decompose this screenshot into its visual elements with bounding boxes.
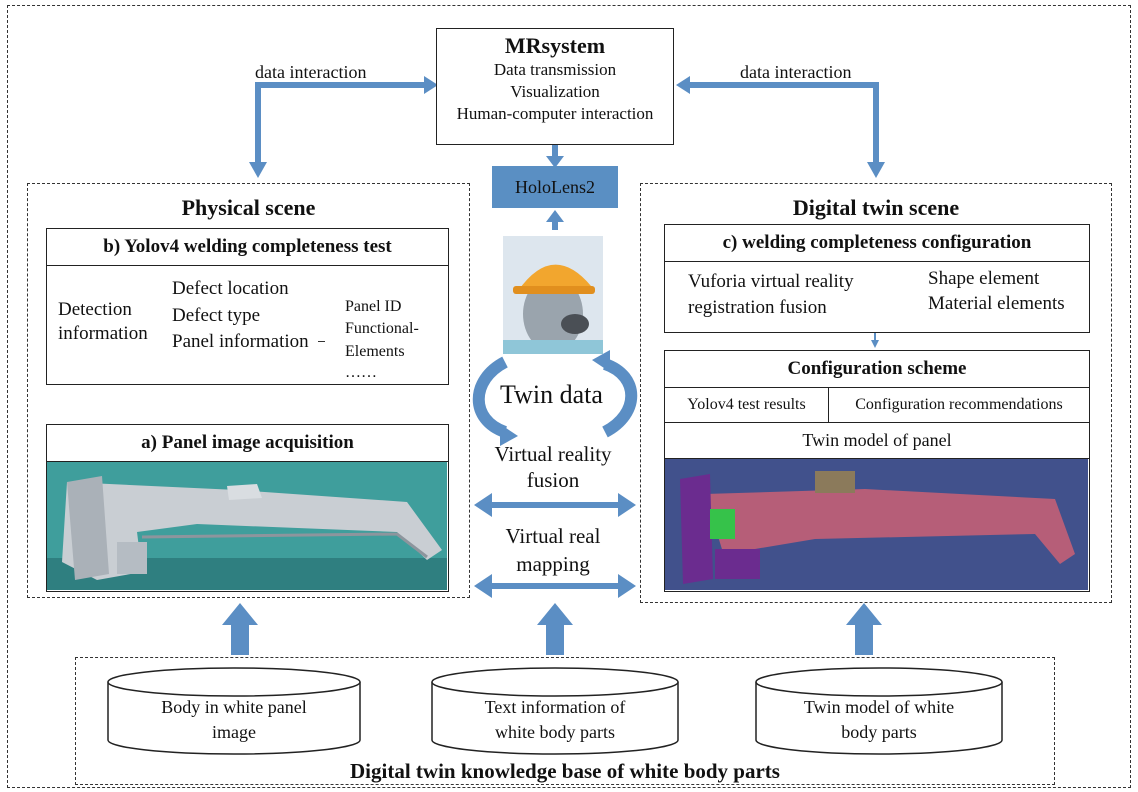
- mapping-label-2: mapping: [516, 552, 590, 576]
- twin-data-label: Twin data: [500, 380, 603, 409]
- yolo-test-results-cell: Yolov4 test results: [665, 388, 829, 422]
- panel-image-acquisition-box: a) Panel image acquisition: [46, 424, 449, 592]
- welding-config-box: c) welding completeness configuration: [664, 224, 1090, 333]
- db-text-info-2: white body parts: [495, 722, 615, 742]
- panel-information: Panel information: [172, 331, 309, 352]
- panel-image-acquisition-title: a) Panel image acquisition: [47, 425, 448, 462]
- right-data-interaction-label: data interaction: [740, 62, 852, 82]
- detection-label-1: Detection: [58, 299, 132, 320]
- welding-config-title: c) welding completeness configuration: [665, 225, 1089, 262]
- mr-system-box: MRsystem Data transmission Visualization…: [436, 28, 674, 145]
- detection-label-2: information: [58, 323, 148, 344]
- mr-system-title: MRsystem: [504, 33, 606, 58]
- db-twin-model-2: body parts: [841, 722, 917, 742]
- twin-data-cycle-arrows: [472, 350, 638, 446]
- fusion-label-1: Virtual reality: [494, 442, 612, 466]
- outer-frame: [7, 5, 1131, 788]
- functional-elements-2: Elements: [345, 343, 405, 360]
- configuration-scheme-box: Configuration scheme Yolov4 test results…: [664, 350, 1090, 592]
- knowledge-base-title: Digital twin knowledge base of white bod…: [350, 759, 780, 783]
- knowledge-base-frame: [75, 657, 1055, 785]
- shape-element: Shape element: [928, 268, 1040, 289]
- configuration-scheme-title: Configuration scheme: [665, 351, 1089, 388]
- db-twin-model-1: Twin model of white: [803, 697, 955, 717]
- ellipsis: ……: [345, 364, 377, 381]
- defect-location: Defect location: [172, 278, 289, 299]
- physical-scene-frame: [27, 183, 470, 598]
- vuforia-label-2: registration fusion: [688, 297, 827, 318]
- hololens-box: HoloLens2: [492, 166, 618, 208]
- left-data-interaction-line: [255, 82, 428, 165]
- panel-id: Panel ID: [345, 298, 402, 315]
- physical-scene-title: Physical scene: [181, 195, 316, 220]
- fusion-label-2: fusion: [526, 468, 580, 492]
- db-body-in-white-2: image: [212, 722, 256, 742]
- mapping-label-1: Virtual real: [505, 524, 601, 548]
- twin-model-of-panel-label: Twin model of panel: [665, 423, 1089, 459]
- functional-elements-1: Functional-: [345, 320, 419, 337]
- yolo-test-box: b) Yolov4 welding completeness test: [46, 228, 449, 385]
- digital-twin-scene-title: Digital twin scene: [792, 195, 960, 220]
- worker-image: [503, 236, 603, 354]
- left-data-interaction-label: data interaction: [255, 62, 367, 82]
- vuforia-label-1: Vuforia virtual reality: [688, 271, 854, 292]
- digital-twin-scene-frame: [640, 183, 1112, 603]
- hololens-label: HoloLens2: [515, 177, 595, 197]
- yolo-test-title: b) Yolov4 welding completeness test: [47, 229, 448, 266]
- mr-system-line-2: Visualization: [510, 82, 600, 101]
- panel-photo: [47, 462, 447, 590]
- material-elements: Material elements: [928, 293, 1065, 314]
- panel-info-connector: [318, 341, 325, 342]
- mr-system-line-1: Data transmission: [493, 60, 617, 79]
- defect-type: Defect type: [172, 305, 261, 326]
- configuration-recommendations-cell: Configuration recommendations: [855, 396, 1063, 413]
- twin-model-render: [665, 459, 1088, 590]
- db-body-in-white-1: Body in white panel: [161, 697, 307, 717]
- mr-system-line-3: Human-computer interaction: [456, 104, 654, 123]
- db-text-info-1: Text information of: [484, 697, 626, 717]
- right-data-interaction-line: [685, 82, 879, 165]
- scheme-row: Yolov4 test results Configuration recomm…: [665, 388, 1089, 423]
